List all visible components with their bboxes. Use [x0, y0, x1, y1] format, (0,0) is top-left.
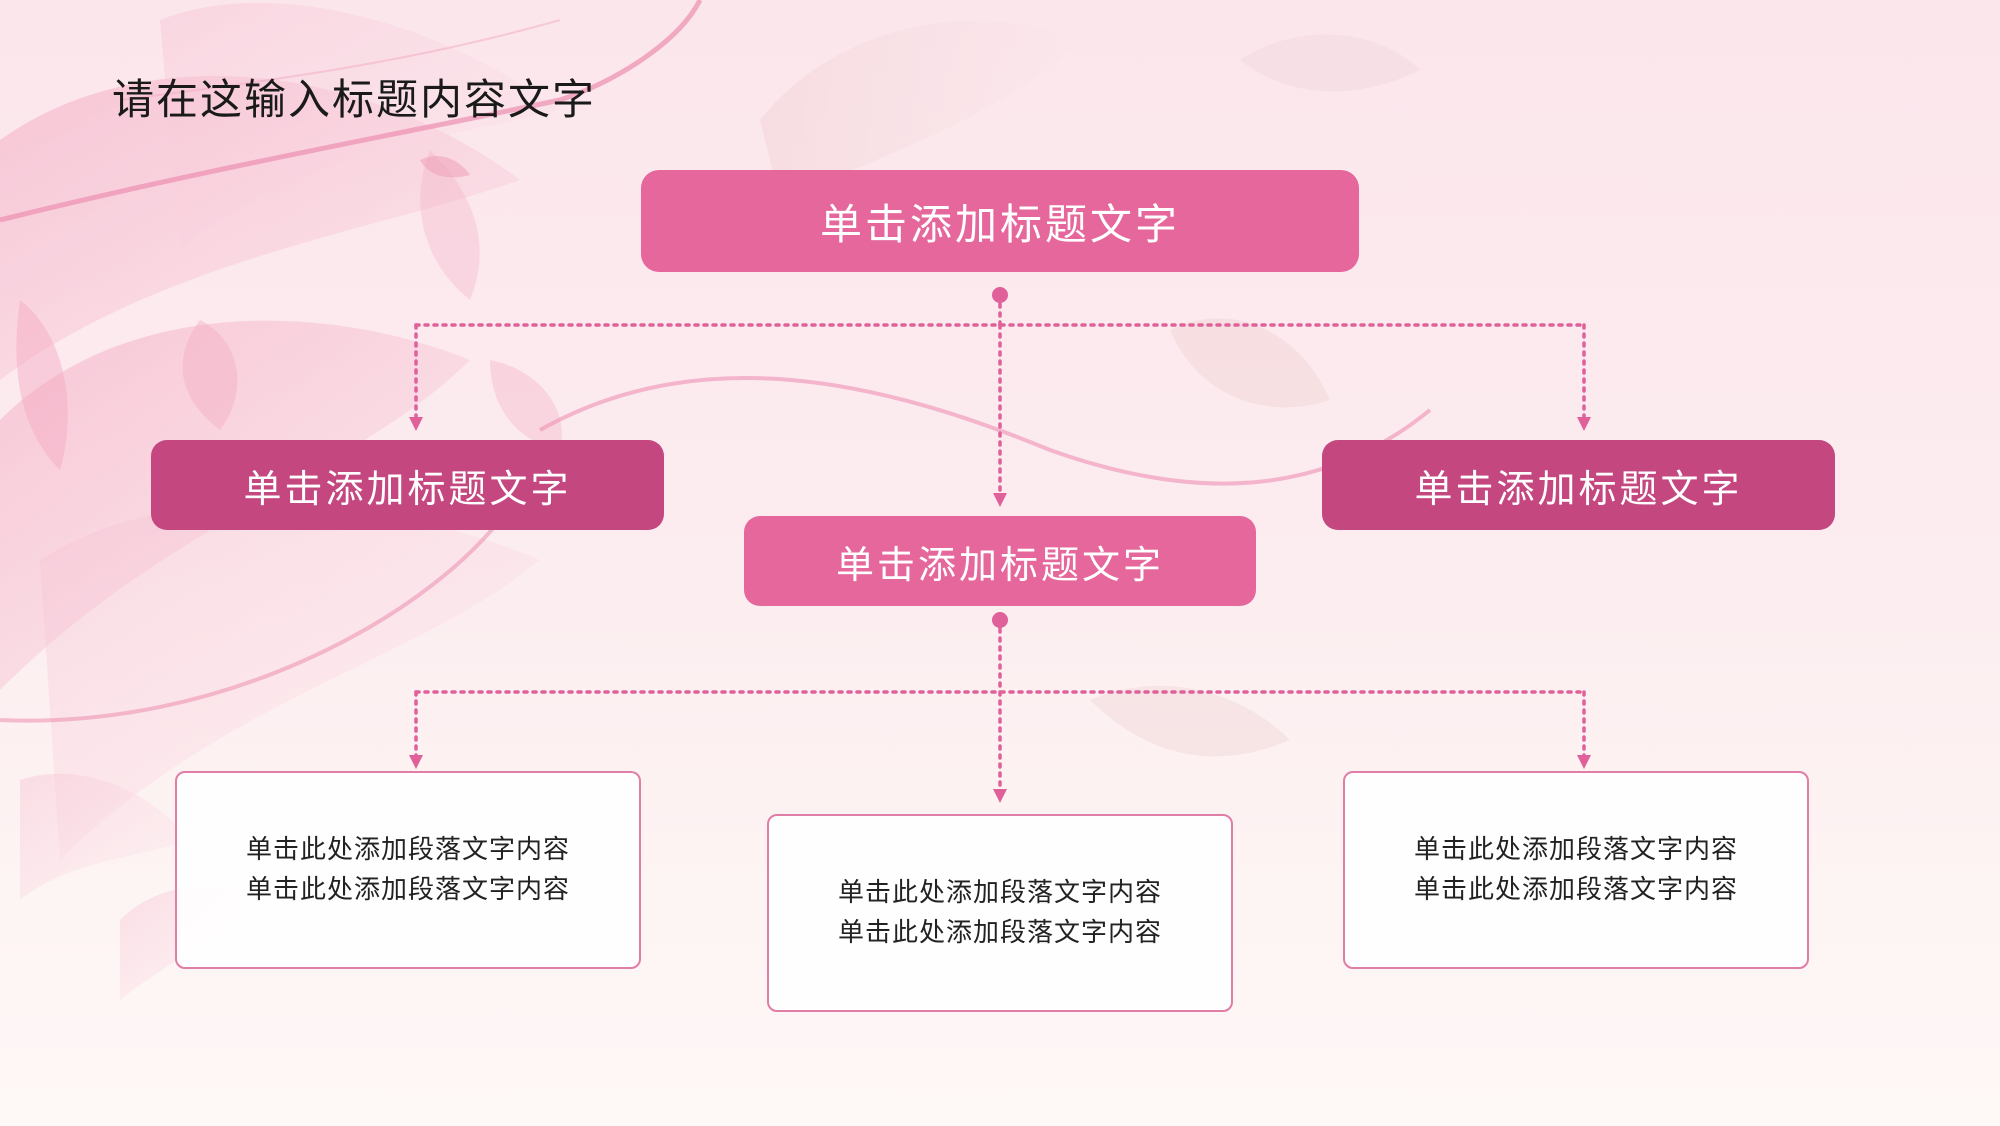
paragraph-line: 单击此处添加段落文字内容 [1413, 875, 1738, 905]
ribbon-curve [119, 19, 561, 101]
petal-shape [760, 20, 1080, 200]
connector-dot [992, 612, 1008, 628]
paragraph-line: 单击此处添加段落文字内容 [837, 878, 1162, 908]
petal-shape [1090, 685, 1290, 757]
slide-title: 请在这输入标题内容文字 [112, 75, 597, 124]
paragraph-line: 单击此处添加段落文字内容 [245, 835, 570, 865]
branch-title-node-center[interactable]: 单击添加标题文字 [744, 516, 1256, 606]
petal-shape [1170, 318, 1330, 408]
branch-title-node-left[interactable]: 单击添加标题文字 [151, 440, 664, 530]
petal-shape [20, 773, 190, 900]
connector-dot [992, 287, 1008, 303]
paragraph-line: 单击此处添加段落文字内容 [245, 875, 570, 905]
petal-shape [0, 75, 520, 380]
paragraph-line: 单击此处添加段落文字内容 [1413, 835, 1738, 865]
root-title-node[interactable]: 单击添加标题文字 [641, 170, 1359, 272]
paragraph-box-right[interactable]: 单击此处添加段落文字内容 单击此处添加段落文字内容 [1343, 771, 1809, 969]
petal-shape [182, 320, 238, 430]
paragraph-box-center[interactable]: 单击此处添加段落文字内容 单击此处添加段落文字内容 [767, 814, 1233, 1012]
petal-shape [420, 155, 470, 178]
petal-shape [160, 2, 560, 250]
petal-shape [16, 300, 68, 470]
ribbon-curve [539, 375, 1432, 486]
paragraph-box-left[interactable]: 单击此处添加段落文字内容 单击此处添加段落文字内容 [175, 771, 641, 969]
petal-shape [1240, 34, 1420, 92]
branch-title-node-right[interactable]: 单击添加标题文字 [1322, 440, 1835, 530]
ribbon-curve [0, 0, 703, 223]
ribbon-curve [0, 518, 502, 723]
paragraph-line: 单击此处添加段落文字内容 [837, 918, 1162, 948]
petal-shape [40, 503, 540, 860]
petal-shape [420, 150, 480, 300]
